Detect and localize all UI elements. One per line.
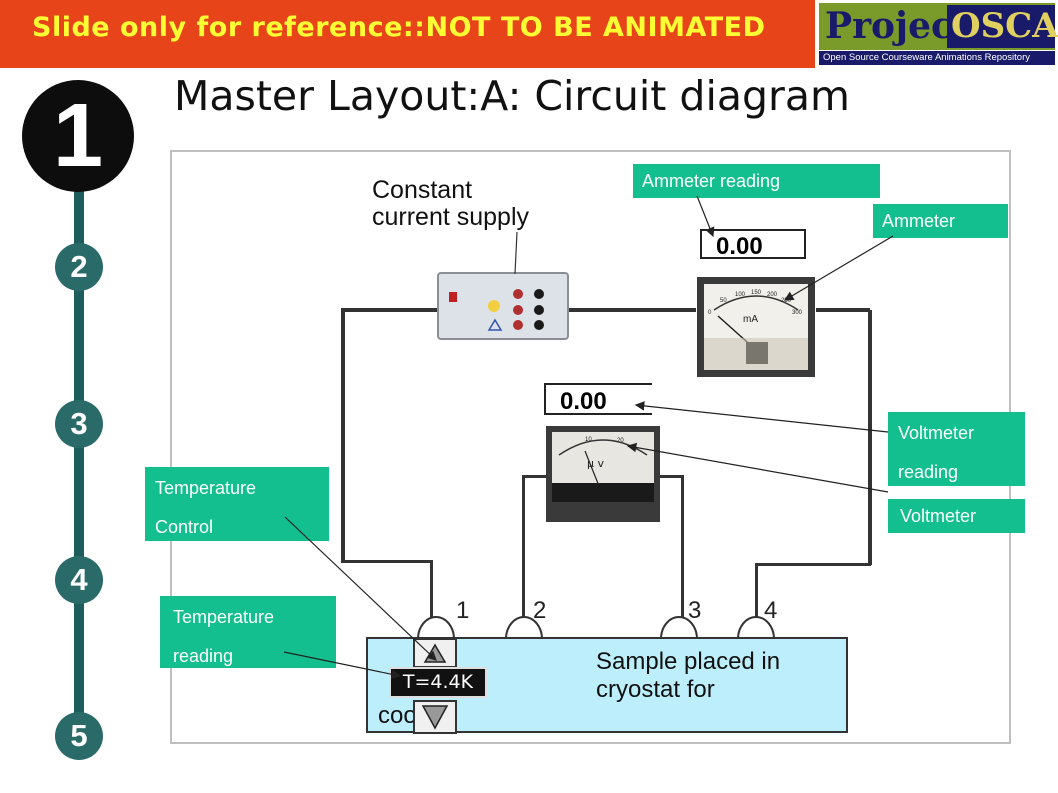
terminal-label-2: 2: [533, 597, 547, 624]
supply-label: Constant current supply: [372, 177, 529, 231]
reference-banner: Slide only for reference::NOT TO BE ANIM…: [0, 0, 815, 68]
ammeter-reading-display: 0.00: [700, 229, 806, 260]
cryostat-text: Sample placed in cryostat for: [596, 648, 780, 704]
callout-temperature-reading-line-1: Temperature: [173, 607, 275, 627]
wire-voltmeter-left: [522, 475, 525, 620]
project-oscar-logo: Project OSCAR Open Source Courseware Ani…: [815, 0, 1058, 68]
cryostat-text-line-2: cryostat for: [596, 676, 715, 703]
current-supply-device[interactable]: [437, 272, 569, 340]
logo-subtitle: Open Source Courseware Animations Reposi…: [819, 51, 1055, 65]
supply-label-pointer: [514, 232, 518, 275]
power-switch-icon: [449, 292, 457, 302]
slide-title: Master Layout:A: Circuit diagram: [174, 72, 850, 120]
temperature-up-button[interactable]: [413, 638, 457, 668]
logo-top: Project OSCAR: [819, 3, 1058, 50]
arrow-down-icon: [421, 705, 449, 730]
step-4[interactable]: 4: [55, 556, 103, 604]
callout-temperature-reading-line-2: reading: [173, 646, 234, 666]
step-5[interactable]: 5: [55, 712, 103, 760]
voltmeter-unit: μ v: [587, 457, 604, 470]
banner-text: Slide only for reference::NOT TO BE ANIM…: [32, 12, 766, 43]
callout-temperature-control-line-1: Temperature: [155, 478, 257, 498]
wire-right-vertical: [868, 310, 872, 565]
step-2[interactable]: 2: [55, 243, 103, 291]
temperature-down-button[interactable]: [413, 700, 457, 734]
callout-voltmeter-reading: Voltmeter reading: [888, 412, 1025, 486]
cryostat-text-line-1: Sample placed in: [596, 648, 781, 675]
voltmeter-scale-10: 10: [585, 437, 592, 443]
logo-title-left: Project: [825, 5, 970, 47]
ammeter-scale-50: 50: [720, 298, 727, 304]
wire-right-bottom: [755, 563, 871, 566]
terminal-1: [417, 616, 455, 640]
terminal-2: [505, 616, 543, 640]
terminal-label-4: 4: [764, 597, 778, 624]
callout-temperature-reading: Temperature reading: [160, 596, 336, 668]
supply-label-line-2: current supply: [372, 203, 530, 231]
supply-label-line-1: Constant: [372, 176, 473, 204]
logo-title-right: OSCAR: [951, 6, 1058, 46]
knob-icon: [488, 300, 500, 312]
ammeter-scale-0: 0: [708, 310, 712, 316]
wire-top-left: [341, 308, 437, 312]
callout-temperature-control-line-2: Control: [155, 517, 214, 537]
callout-ammeter: Ammeter: [873, 204, 1008, 238]
callout-voltmeter-reading-line-2: reading: [898, 462, 959, 482]
ammeter-scale-250: 250: [781, 298, 792, 304]
terminal-label-1: 1: [456, 597, 470, 624]
terminal-label-3: 3: [688, 597, 702, 624]
wire-to-terminal-4: [755, 563, 758, 620]
ammeter-scale-300: 300: [792, 310, 803, 316]
wire-voltmeter-right: [681, 475, 684, 620]
terminal-4: [737, 616, 775, 640]
step-connector-line: [74, 160, 84, 745]
step-3[interactable]: 3: [55, 400, 103, 448]
callout-temperature-control: Temperature Control: [145, 467, 329, 541]
voltmeter-device: 10 20 μ v: [546, 426, 660, 522]
terminal-3: [660, 616, 698, 640]
callout-voltmeter-reading-line-1: Voltmeter: [898, 423, 975, 443]
arrow-up-icon: [423, 643, 447, 663]
ammeter-scale-100: 100: [735, 292, 746, 298]
wire-supply-ammeter: [568, 308, 696, 312]
ammeter-scale-200: 200: [767, 292, 778, 298]
callout-ammeter-reading: Ammeter reading: [633, 164, 880, 198]
step-1[interactable]: 1: [22, 80, 134, 192]
callout-voltmeter: Voltmeter: [888, 499, 1025, 533]
wire-left-vertical: [341, 308, 345, 563]
wire-voltmeter-left-h: [522, 475, 547, 478]
voltmeter-scale-20: 20: [617, 438, 624, 444]
ammeter-device: 0 50 100 150 200 250 300 mA: [697, 277, 815, 377]
ammeter-scale-150: 150: [751, 290, 762, 296]
voltmeter-reading-display: 0.00: [544, 383, 652, 415]
wire-top-right: [816, 308, 870, 312]
ammeter-unit: mA: [743, 314, 758, 325]
temperature-reading-display: T=4.4K: [389, 667, 487, 698]
logo-title-right-box: OSCAR: [947, 5, 1058, 48]
